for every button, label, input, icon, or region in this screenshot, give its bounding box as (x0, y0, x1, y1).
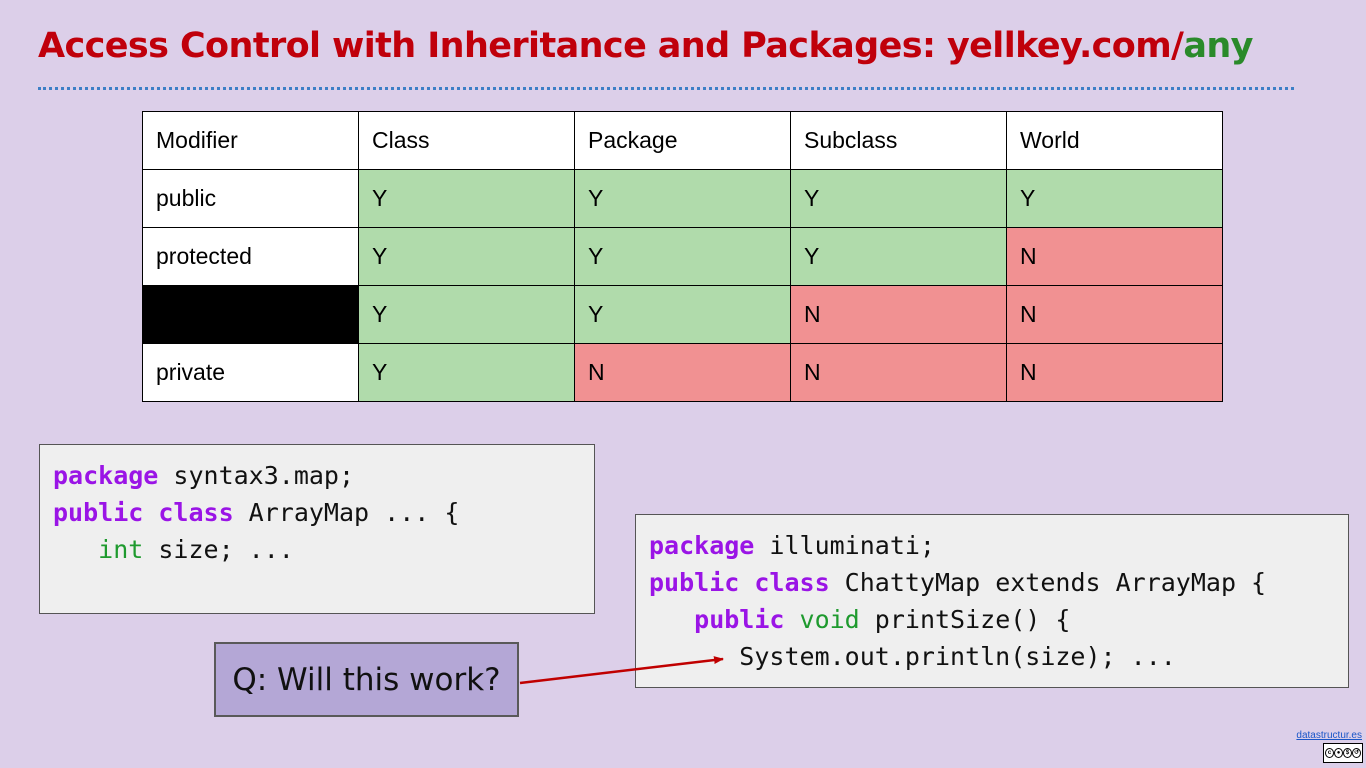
code-keyword: public class (649, 568, 830, 597)
access-cell: N (790, 285, 1007, 344)
code-text: ChattyMap extends ArrayMap { (829, 568, 1267, 597)
hidden-modifier-cell (142, 285, 359, 344)
modifier-cell: protected (142, 227, 359, 286)
access-cell: Y (574, 285, 791, 344)
header-cell: Class (358, 111, 575, 170)
access-cell: N (574, 343, 791, 402)
access-cell: Y (574, 169, 791, 228)
code-block-chattymap: package illuminati; public class ChattyM… (635, 514, 1349, 688)
slide-title: Access Control with Inheritance and Pack… (38, 26, 1253, 66)
header-cell: World (1006, 111, 1223, 170)
cc-license-badge: c ● $ ↺ (1323, 743, 1363, 763)
modifier-cell: private (142, 343, 359, 402)
access-cell: Y (790, 227, 1007, 286)
modifier-cell: public (142, 169, 359, 228)
code-indent (53, 535, 98, 564)
code-text: syntax3.map; (158, 461, 355, 490)
table-row: Y Y N N (142, 285, 1223, 344)
code-type: int (98, 535, 144, 564)
access-cell: Y (358, 227, 575, 286)
code-keyword: package (53, 461, 159, 490)
access-cell: N (1006, 285, 1223, 344)
header-cell: Package (574, 111, 791, 170)
access-cell: N (790, 343, 1007, 402)
access-cell: Y (358, 285, 575, 344)
header-cell: Subclass (790, 111, 1007, 170)
code-text: System.out.println(size); ... (649, 642, 1176, 671)
access-cell: Y (1006, 169, 1223, 228)
title-text: Access Control with Inheritance and Pack… (38, 26, 1184, 66)
table-row: private Y N N N (142, 343, 1223, 402)
table-header-row: Modifier Class Package Subclass World (142, 111, 1223, 170)
code-text: ArrayMap ... { (233, 498, 460, 527)
header-cell: Modifier (142, 111, 359, 170)
nc-icon: $ (1343, 748, 1352, 758)
access-modifier-table: Modifier Class Package Subclass World pu… (142, 111, 1223, 402)
title-divider (38, 87, 1294, 90)
sa-icon: ↺ (1352, 748, 1361, 758)
code-keyword: public class (53, 498, 234, 527)
code-block-arraymap: package syntax3.map; public class ArrayM… (39, 444, 595, 614)
access-cell: N (1006, 227, 1223, 286)
code-text: illuminati; (754, 531, 935, 560)
access-cell: Y (358, 169, 575, 228)
credit-link[interactable]: datastructur.es (1296, 730, 1362, 741)
code-text: size; ... (143, 535, 294, 564)
by-icon: ● (1334, 748, 1343, 758)
cc-icon: c (1325, 748, 1334, 758)
code-text: printSize() { (859, 605, 1071, 634)
access-cell: Y (358, 343, 575, 402)
access-cell: Y (574, 227, 791, 286)
access-cell: Y (790, 169, 1007, 228)
code-keyword: public (694, 605, 785, 634)
table-row: public Y Y Y Y (142, 169, 1223, 228)
code-type: void (784, 605, 860, 634)
code-indent (649, 605, 694, 634)
question-callout: Q: Will this work? (214, 642, 519, 717)
table-row: protected Y Y Y N (142, 227, 1223, 286)
title-highlight: any (1183, 26, 1253, 66)
access-cell: N (1006, 343, 1223, 402)
code-keyword: package (649, 531, 755, 560)
